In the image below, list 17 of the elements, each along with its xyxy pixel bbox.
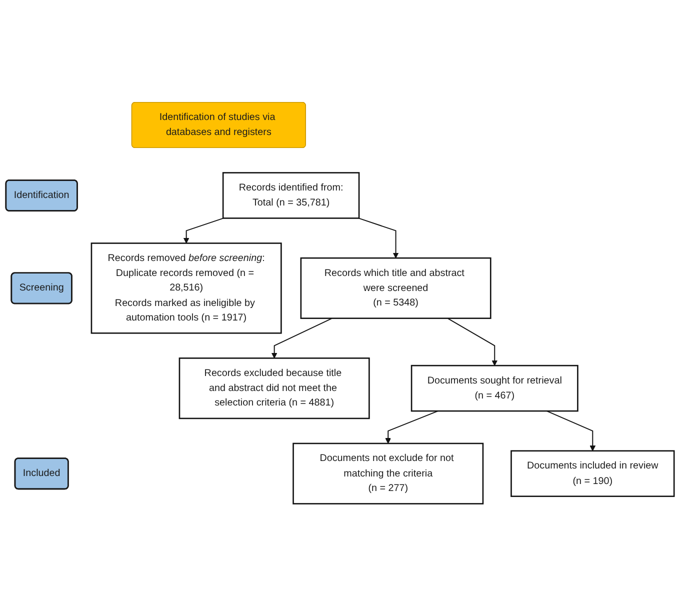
arrow [358, 218, 399, 258]
stage-band: Included [14, 458, 69, 490]
stage-band: Screening [10, 272, 72, 304]
process-box: Documents included in review (n = 190) [510, 450, 675, 497]
process-box: Records identified from: Total (n = 35,781) [222, 172, 360, 219]
stage-band: Identification [5, 180, 78, 212]
arrow [385, 410, 438, 444]
arrow [447, 318, 498, 366]
process-box: Documents not exclude for not matching the criteria (n = 277) [292, 442, 484, 504]
section-banner: Identification of studies via databases and registers [131, 102, 306, 148]
process-box: Records removed before screening: Duplicate records removed (n = 28,516) Records marked as ineligible by automation tools (n = 1917) [90, 242, 282, 334]
process-box: Documents sought for retrieval (n = 467) [410, 364, 578, 412]
arrow [183, 218, 224, 244]
process-box: Records which title and abstract were screened (n = 5348) [300, 257, 492, 319]
process-box: Records excluded because title and abstract did not meet the selection criteria (n = 4881) [178, 358, 370, 420]
arrow [546, 410, 596, 452]
arrow [271, 318, 333, 358]
